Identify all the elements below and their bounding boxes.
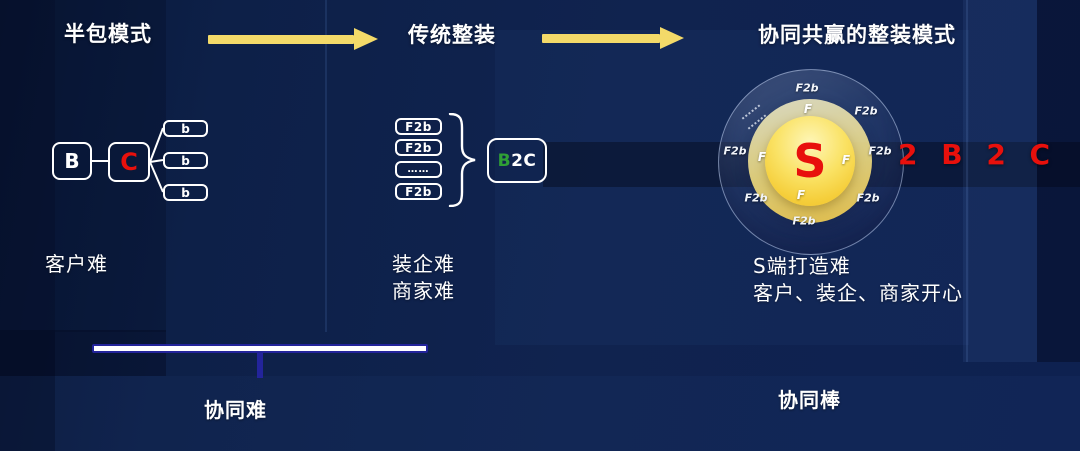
node-ellipsis: ……	[395, 161, 442, 178]
caption-customer-hard: 客户难	[45, 252, 108, 276]
bg-panel	[0, 330, 166, 376]
s-center-label: S	[793, 134, 827, 188]
node-f2b-3: F2b	[395, 183, 442, 200]
node-f2b-2: F2b	[395, 139, 442, 156]
node-f2b-1: F2b	[395, 118, 442, 135]
caption-right-line2: 客户、装企、商家开心	[753, 281, 963, 305]
arrow-right-icon	[542, 27, 684, 49]
curly-brace-icon	[448, 113, 476, 207]
b2c-2c-text: 2C	[511, 150, 537, 171]
outer-f2b-top: F2b	[795, 81, 819, 95]
left-diagram: B C b b b	[45, 115, 215, 210]
outer-f2b-right: F2b	[868, 144, 892, 158]
title-traditional-package: 传统整装	[408, 23, 496, 47]
outer-f2b-bottom: F2b	[792, 214, 816, 228]
bg-divider-line	[966, 0, 968, 362]
inner-circle: S	[765, 116, 855, 206]
arrow-body	[542, 34, 660, 43]
ring-f-top: F	[803, 102, 813, 116]
arrow-head	[354, 28, 378, 50]
right-diagram: S F F F F F2b F2b F2b F2b F2b F2b F2b	[718, 69, 904, 255]
ring-f-right: F	[841, 153, 851, 167]
outer-f2b-left: F2b	[723, 144, 747, 158]
outer-f2b-topright: F2b	[854, 104, 878, 118]
caption-right: S端打造难 客户、装企、商家开心	[753, 253, 963, 307]
arrow-body	[208, 35, 354, 44]
caption-middle: 装企难 商家难	[392, 251, 455, 305]
footer-label-collab-great: 协同棒	[778, 388, 841, 412]
node-b-1: b	[163, 120, 208, 137]
caption-middle-line1: 装企难	[392, 252, 455, 276]
caption-middle-line2: 商家难	[392, 279, 455, 303]
bg-panel	[963, 0, 1037, 362]
outer-f2b-bottomright: F2b	[856, 191, 880, 205]
arrow-head	[660, 27, 684, 49]
footer-label-collab-hard: 协同难	[204, 398, 267, 422]
bracket-stem	[257, 352, 263, 378]
bg-panel	[0, 0, 55, 451]
node-B: B	[52, 142, 92, 180]
title-halfpackage-mode: 半包模式	[64, 22, 152, 46]
ring-f-bottom: F	[796, 188, 806, 202]
ring-f-left: F	[757, 150, 767, 164]
bg-panel	[1037, 0, 1080, 362]
connector-lines	[92, 127, 164, 193]
label-2b2c: 2 B 2 C	[898, 138, 1058, 171]
caption-right-line1: S端打造难	[753, 254, 851, 278]
title-collaborative-mode: 协同共赢的整装模式	[758, 23, 956, 47]
bg-panel	[0, 376, 1080, 451]
outer-f2b-bottomleft: F2b	[744, 191, 768, 205]
arrow-right-icon	[208, 28, 378, 50]
node-b-2: b	[163, 152, 208, 169]
node-b-3: b	[163, 184, 208, 201]
node-C: C	[108, 142, 150, 182]
b2c-b-text: B	[497, 150, 512, 171]
